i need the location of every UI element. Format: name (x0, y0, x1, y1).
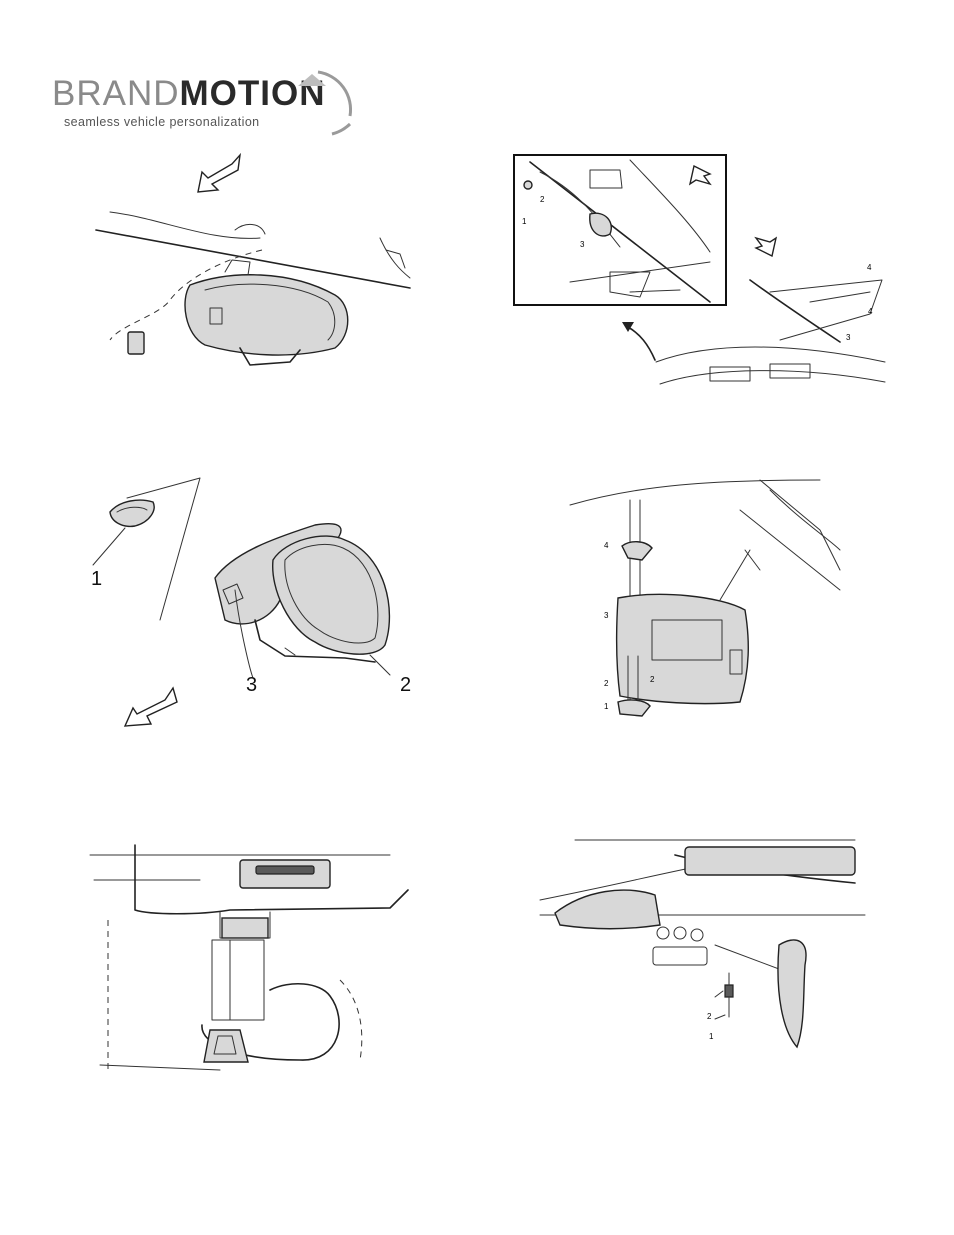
mirror-body (185, 275, 348, 355)
direction-arrow-icon (756, 238, 776, 256)
callout-3b: 3 (846, 333, 851, 342)
callout-4b: 4 (868, 307, 873, 316)
visor-panel (778, 940, 806, 1047)
clip-icon (204, 1030, 248, 1062)
direction-arrow-icon (125, 688, 177, 726)
callout-2b: 2 (650, 675, 655, 684)
callout-1: 1 (91, 569, 102, 589)
cover-part (110, 500, 154, 526)
callout-4: 4 (604, 541, 609, 550)
direction-arrow-icon (198, 155, 240, 192)
figure-overhead-console (80, 840, 420, 1085)
visor-body (617, 594, 749, 703)
callout-2: 2 (400, 675, 411, 695)
callout-2: 2 (540, 195, 545, 204)
cover-1 (618, 700, 650, 716)
callout-3: 3 (604, 611, 609, 620)
callout-3: 3 (246, 675, 257, 695)
figure-headliner-exploded: 1 2 3 4 4 3 (510, 152, 890, 397)
callout-2a: 2 (604, 679, 609, 688)
brandmotion-logo: BRANDMOTION seamless vehicle personaliza… (50, 64, 370, 134)
figure-mirror-cover (85, 470, 425, 740)
figure-overhead-panel: 2 1 (535, 835, 870, 1055)
bracket-4 (622, 542, 652, 560)
figure-mirror-wiring (90, 150, 420, 390)
callout-4a: 4 (867, 263, 872, 272)
callout-1: 1 (709, 1032, 714, 1041)
connector-icon (128, 332, 144, 354)
callout-3a: 3 (580, 240, 585, 249)
logo-arc-icon (50, 64, 370, 134)
callout-2: 2 (707, 1012, 712, 1021)
bracket-icon (725, 985, 733, 997)
callout-1: 1 (604, 702, 609, 711)
callout-1: 1 (522, 217, 527, 226)
figure-sun-visor: 4 3 2 2 1 (560, 470, 860, 720)
curved-arrow (628, 327, 655, 360)
